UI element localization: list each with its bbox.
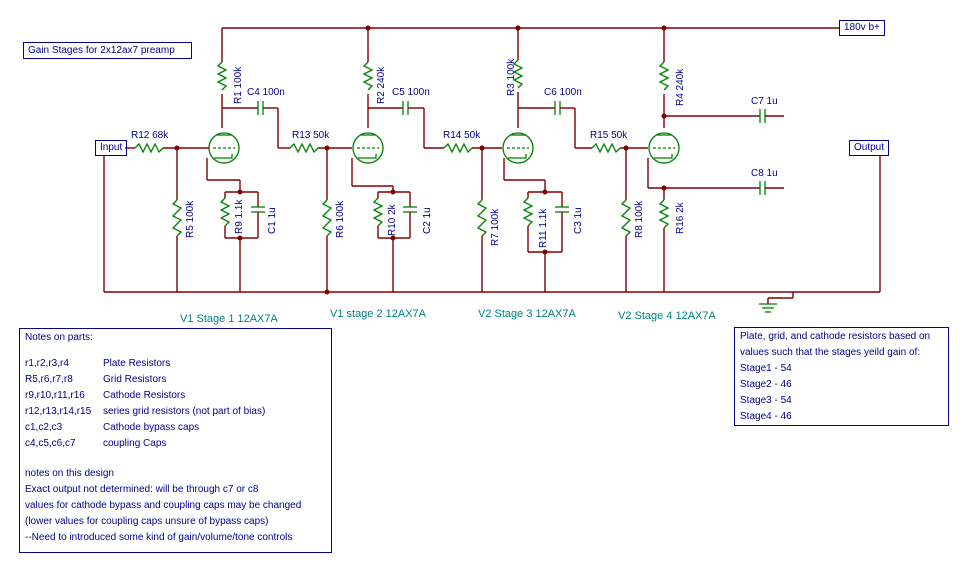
notes-parts-row: r12,r13,r14,r15 series grid resistors (no…: [25, 404, 326, 420]
resistor-r9: [219, 197, 231, 227]
resistor-r6: [321, 199, 333, 237]
notes-parts-key: R5,r6,r7,r8: [25, 374, 73, 385]
ground-symbol: [759, 292, 794, 313]
resistor-r15: [591, 142, 621, 154]
label-r8: R8 100k: [634, 200, 645, 238]
tube-v2a: [502, 132, 534, 164]
label-r4: R4 240k: [675, 68, 686, 106]
supply-pin: 180v b+: [839, 20, 885, 36]
label-r14: R14 50k: [443, 130, 481, 141]
notes-parts-key: c4,c5,c6,c7: [25, 438, 76, 449]
notes-gain-line: values such that the stages yeild gain o…: [740, 347, 921, 358]
label-r10: R10 2k: [387, 203, 398, 236]
label-r13: R13 50k: [292, 130, 330, 141]
resistor-r7: [476, 199, 488, 237]
label-c2: C2 1u: [422, 207, 433, 234]
notes-design-heading: notes on this design: [25, 468, 114, 479]
notes-parts-value: series grid resistors (not part of bias): [103, 406, 266, 417]
notes-parts-row: r1,r2,r3,r4 Plate Resistors: [25, 356, 326, 372]
notes-parts-value: Cathode bypass caps: [103, 422, 200, 433]
label-r15: R15 50k: [590, 130, 628, 141]
notes-design-line: Exact output not determined: will be thr…: [25, 484, 259, 495]
label-r9: R9 1.1k: [234, 199, 245, 234]
resistor-r3: [512, 59, 524, 89]
label-r5: R5 100k: [185, 200, 196, 238]
resistor-r8: [620, 199, 632, 237]
label-c4: C4 100n: [247, 87, 285, 98]
stage-2: [321, 25, 425, 295]
notes-gain-box: Plate, grid, and cathode resistors based…: [734, 327, 949, 426]
resistor-r16: [658, 199, 670, 229]
label-c5: C5 100n: [392, 87, 430, 98]
notes-parts-key: r1,r2,r3,r4: [25, 358, 69, 369]
notes-parts-key: r9,r10,r11,r16: [25, 390, 85, 401]
resistor-r13: [289, 142, 319, 154]
notes-design-line: values for cathode bypass and coupling c…: [25, 500, 302, 511]
tube-v1b: [352, 132, 384, 164]
notes-parts-row: c4,c5,c6,c7 coupling Caps: [25, 436, 326, 452]
label-c7: C7 1u: [751, 96, 778, 107]
notes-parts-row: r9,r10,r11,r16 Cathode Resistors: [25, 388, 326, 404]
output-pin: Output: [849, 140, 890, 156]
resistor-r4: [658, 61, 670, 91]
notes-parts-value: Grid Resistors: [103, 374, 167, 385]
resistor-r14: [443, 142, 473, 154]
stage-3: [476, 25, 576, 292]
label-c8: C8 1u: [751, 168, 778, 179]
notes-parts-box: Notes on parts: r1,r2,r3,r4 Plate Resisto…: [19, 328, 332, 553]
supply-label: 180v b+: [844, 22, 880, 33]
label-c3: C3 1u: [573, 207, 584, 234]
notes-parts-row: c1,c2,c3 Cathode bypass caps: [25, 420, 326, 436]
title-text: Gain Stages for 2x12ax7 preamp: [28, 45, 175, 56]
stage-label-4: V2 Stage 4 12AX7A: [618, 310, 717, 322]
notes-parts-value: coupling Caps: [103, 438, 167, 449]
stage-label-3: V2 Stage 3 12AX7A: [478, 308, 577, 320]
label-c6: C6 100n: [544, 87, 582, 98]
notes-parts-heading: Notes on parts:: [25, 332, 93, 343]
notes-design-line: --Need to introduced some kind of gain/v…: [25, 532, 293, 543]
resistor-r11: [522, 197, 534, 227]
label-r1: R1 100k: [233, 66, 244, 104]
label-r2: R2 240k: [376, 66, 387, 104]
notes-parts-key: c1,c2,c3: [25, 422, 63, 433]
label-r3: R3 100k: [506, 58, 517, 96]
label-c1: C1 1u: [267, 207, 278, 234]
notes-parts-key: r12,r13,r14,r15: [25, 406, 92, 417]
label-r16: R16 2k: [675, 201, 686, 234]
notes-gain-line: Stage4 - 46: [740, 411, 792, 422]
notes-gain-line: Stage2 - 46: [740, 379, 792, 390]
stage-label-2: V1 stage 2 12AX7A: [330, 308, 427, 320]
notes-gain-line: Plate, grid, and cathode resistors based…: [740, 331, 931, 342]
resistor-r1: [216, 61, 228, 91]
notes-design-line: (lower values for coupling caps unsure o…: [25, 516, 269, 527]
title-box: Gain Stages for 2x12ax7 preamp: [23, 42, 192, 59]
tube-v2b: [648, 132, 680, 164]
label-r12: R12 68k: [131, 130, 169, 141]
notes-parts-value: Plate Resistors: [103, 358, 171, 369]
stage-label-1: V1 Stage 1 12AX7A: [180, 313, 279, 325]
stage-1: [134, 28, 279, 292]
input-label: Input: [100, 142, 123, 153]
label-r7: R7 100k: [490, 208, 501, 246]
resistor-r12: [134, 142, 164, 154]
notes-parts-value: Cathode Resistors: [103, 390, 186, 401]
notes-parts-row: R5,r6,r7,r8 Grid Resistors: [25, 372, 326, 388]
label-r11: R11 1.1k: [538, 208, 549, 248]
stage-4: [620, 25, 784, 292]
output-label: Output: [854, 142, 885, 153]
notes-gain-line: Stage1 - 54: [740, 363, 792, 374]
resistor-r5: [171, 199, 183, 237]
label-r6: R6 100k: [335, 200, 346, 238]
notes-gain-line: Stage3 - 54: [740, 395, 792, 406]
resistor-r10: [372, 197, 384, 227]
resistor-r2: [362, 61, 374, 91]
